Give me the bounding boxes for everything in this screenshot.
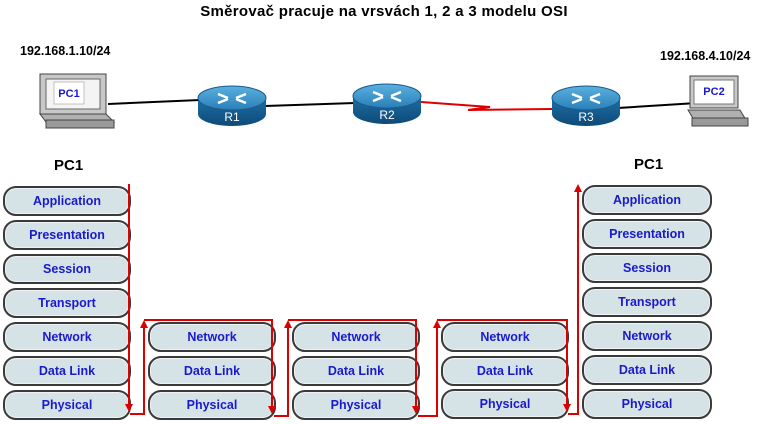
svg-text:PC1: PC1 [58,88,79,100]
pc2-icon: PC2 [687,75,749,127]
left-host-ip: 192.168.1.10/24 [20,44,111,58]
layer-transport: Transport [582,287,712,317]
layer-presentation: Presentation [582,219,712,249]
arrow-down-r1 [144,319,276,414]
link-r2-r3-serial [420,101,553,111]
layer-data-link: Data Link [3,356,131,386]
router-icon: R2 [352,83,422,124]
arrow-down-r2 [288,319,420,414]
layer-network: Network [148,322,276,352]
layer-data-link: Data Link [441,356,569,386]
arrow-up-r3 [418,320,441,417]
layer-application: Application [582,185,712,215]
layer-network: Network [582,321,712,351]
svg-text:PC2: PC2 [703,86,724,98]
layer-session: Session [582,253,712,283]
layer-physical: Physical [292,390,420,420]
layer-network: Network [3,322,131,352]
layer-physical: Physical [3,390,131,420]
router-icon: R1 [197,85,267,126]
arrow-up-r2 [274,320,292,417]
layer-application: Application [3,186,131,216]
diagram-title: Směrovač pracuje na vrsvách 1, 2 a 3 mod… [200,3,568,20]
layer-physical: Physical [148,390,276,420]
svg-text:R2: R2 [379,108,395,122]
layer-network: Network [292,322,420,352]
link-r1-r2 [264,102,356,107]
layer-physical: Physical [441,389,569,419]
svg-text:R1: R1 [224,110,240,124]
layer-network: Network [441,322,569,352]
layer-presentation: Presentation [3,220,131,250]
arrow-up-r1 [130,320,148,415]
layer-physical: Physical [582,389,712,419]
right-stack-title: PC1 [634,156,664,173]
svg-text:R3: R3 [578,110,594,124]
layer-data-link: Data Link [292,356,420,386]
topology-diagram: PC1 PC2 R1 R2 R3 [39,73,749,129]
layer-session: Session [3,254,131,284]
router-icon: R3 [551,85,621,126]
layer-transport: Transport [3,288,131,318]
arrow-up-pc2 [568,184,582,415]
link-pc1-r1 [107,99,201,105]
left-stack-title: PC1 [54,157,84,174]
link-r3-pc2 [617,102,698,109]
right-host-ip: 192.168.4.10/24 [660,49,751,63]
arrow-down-r3 [437,319,571,412]
layer-data-link: Data Link [148,356,276,386]
pc1-icon: PC1 [39,73,116,129]
layer-data-link: Data Link [582,355,712,385]
